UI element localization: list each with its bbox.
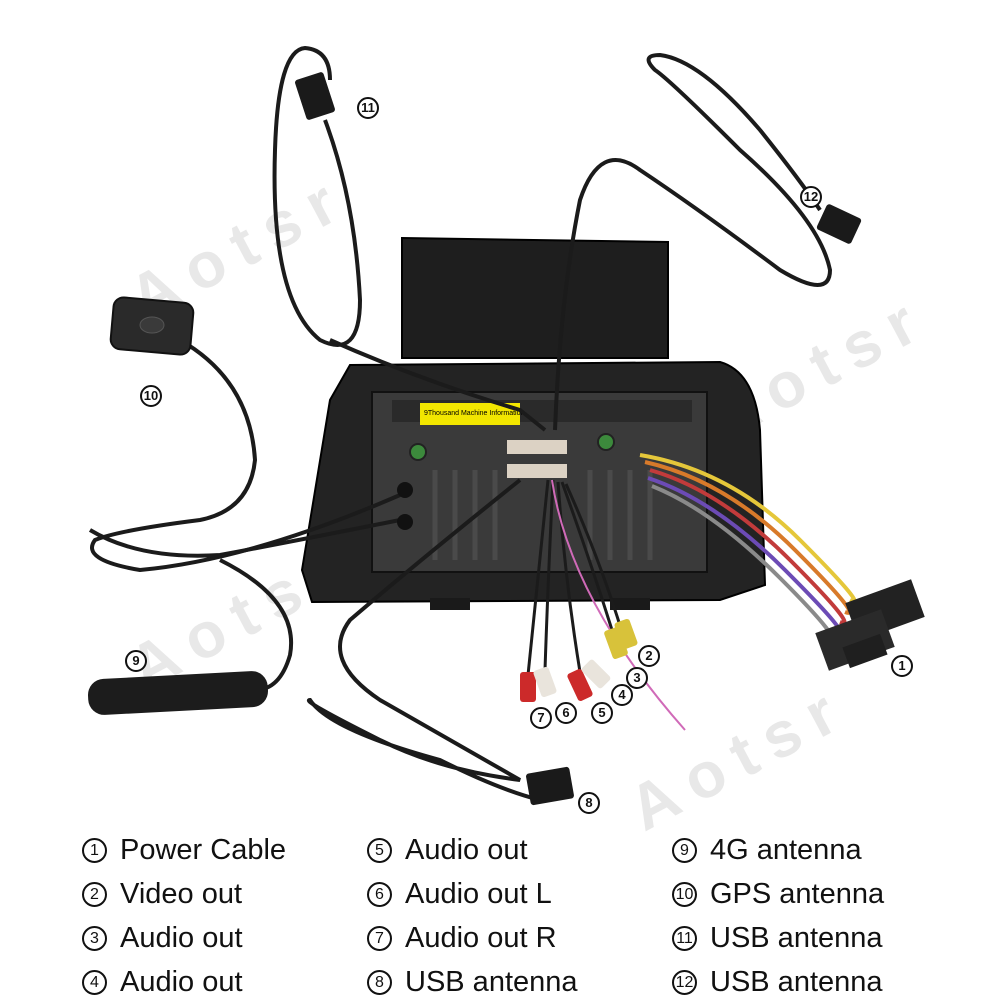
unit-sticker-label: 9Thousand Machine Information [424, 410, 524, 417]
usb-antenna-11 [272, 45, 547, 432]
legend-label: Power Cable [120, 833, 287, 866]
legend-number: 8 [367, 969, 392, 995]
legend-item: 3 Audio out [82, 916, 286, 960]
legend-number: 11 [672, 925, 697, 951]
legend-number: 4 [82, 969, 107, 995]
callout-7: 7 [530, 707, 552, 729]
usb-plug-11 [295, 72, 335, 120]
product-diagram: Aotsr Aotsr Aotsr Aotsr 9Thousand Machin… [87, 45, 940, 844]
legend-number: 6 [367, 881, 392, 907]
callout-11: 11 [357, 97, 379, 119]
usb-plug-12 [816, 204, 862, 244]
legend-label: Audio out [120, 921, 243, 954]
legend-label: Audio out [120, 965, 243, 998]
legend-number: 2 [82, 881, 107, 907]
callout-5: 5 [591, 702, 613, 724]
legend-item: 2 Video out [82, 872, 286, 916]
callout-2: 2 [638, 645, 660, 667]
legend-label: USB antenna [405, 965, 578, 998]
rca-white-plug-6 [533, 666, 557, 698]
power-connector [815, 579, 925, 671]
rca-cables [526, 479, 686, 731]
legend-item: 5 Audio out [367, 828, 578, 872]
legend-item: 4 Audio out [82, 960, 286, 1004]
legend-number: 7 [367, 925, 392, 951]
legend-item: 7 Audio out R [367, 916, 578, 960]
rca-yellow-plug-2 [614, 618, 638, 650]
legend-label: GPS antenna [710, 877, 885, 910]
rca-red-plug-5 [567, 669, 593, 701]
callout-10: 10 [140, 385, 162, 407]
callout-9: 9 [125, 650, 147, 672]
legend-label: Audio out R [405, 921, 557, 954]
rca-white-plug-4 [581, 659, 611, 689]
unit-sticker [420, 403, 520, 425]
legend-number: 10 [672, 881, 697, 907]
callout-1: 1 [891, 655, 913, 677]
callout-6: 6 [555, 702, 577, 724]
legend-number: 3 [82, 925, 107, 951]
legend-number: 5 [367, 837, 392, 863]
rca-plugs [520, 618, 638, 702]
legend-item: 1 Power Cable [82, 828, 286, 872]
legend-number: 12 [672, 969, 697, 995]
legend-item: 8 USB antenna [367, 960, 578, 1004]
legend-column-2: 5 Audio out 6 Audio out L 7 Audio out R 8 US… [367, 828, 578, 1004]
usb-antenna-12 [553, 52, 833, 431]
rca-yellow-plug-3 [604, 627, 628, 659]
legend-label: Video out [120, 877, 243, 910]
legend-item: 9 4G antenna [672, 828, 884, 872]
callout-3: 3 [626, 667, 648, 689]
legend-item: 10 GPS antenna [672, 872, 884, 916]
legend-item: 11 USB antenna [672, 916, 884, 960]
rca-red-plug-7 [520, 672, 536, 702]
legend-label: 4G antenna [710, 833, 862, 866]
callout-4: 4 [611, 684, 633, 706]
4g-antenna-9 [87, 518, 401, 715]
legend-number: 9 [672, 837, 697, 863]
diagram-svg: 9Thousand Machine Information [87, 45, 925, 806]
callout-12: 12 [800, 186, 822, 208]
legend-item: 12 USB antenna [672, 960, 884, 1004]
legend-label: Audio out [405, 833, 528, 866]
callout-8: 8 [578, 792, 600, 814]
usb-antenna-8 [306, 478, 574, 806]
legend-label: USB antenna [710, 921, 883, 954]
head-unit: 9Thousand Machine Information [300, 236, 767, 610]
legend-item: 6 Audio out L [367, 872, 578, 916]
legend-number: 1 [82, 837, 107, 863]
legend-label: Audio out L [405, 877, 552, 910]
legend-label: USB antenna [710, 965, 883, 998]
